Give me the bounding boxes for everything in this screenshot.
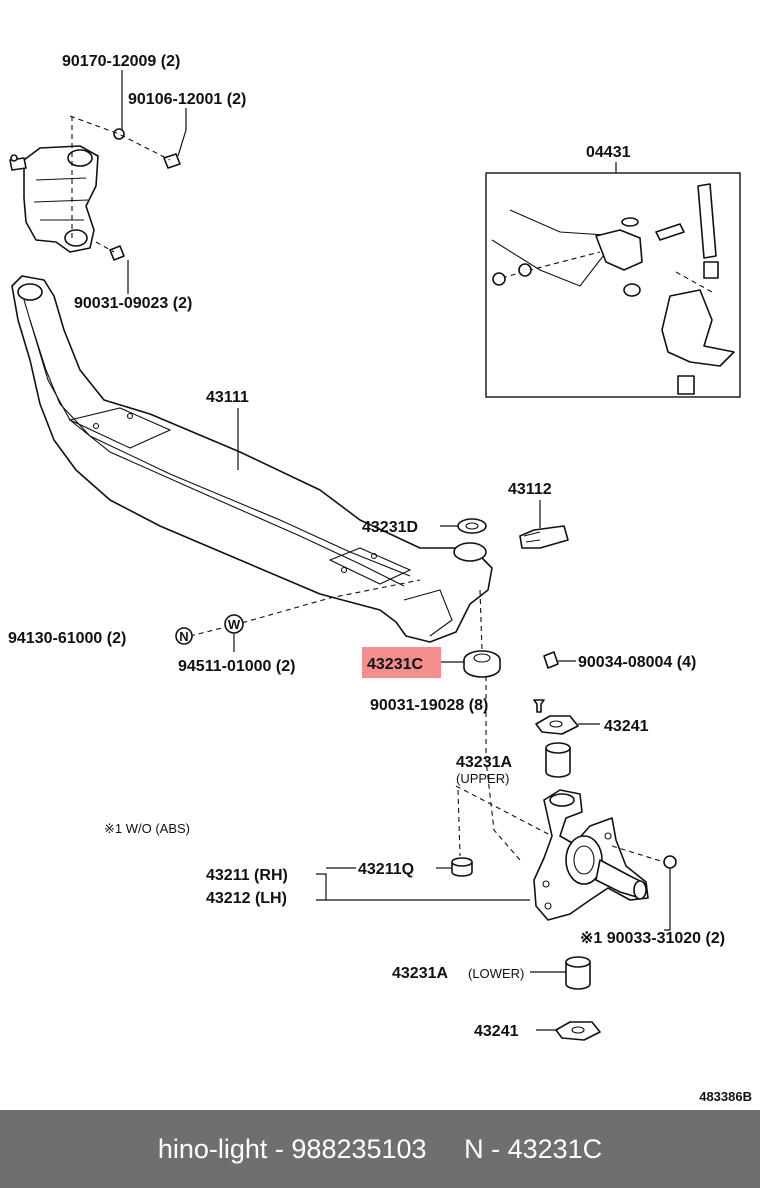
svg-text:N: N: [179, 629, 188, 644]
label-lower: (LOWER): [468, 966, 524, 981]
label-90031-19028: 90031-19028 (8): [370, 697, 488, 714]
label-04431: 04431: [586, 144, 631, 161]
label-94511: 94511-01000 (2): [178, 658, 295, 675]
note-abs: ※1 W/O (ABS): [104, 821, 190, 836]
bearing-43231c: [463, 650, 501, 678]
label-90033: ※1 90033-31020 (2): [580, 930, 725, 947]
label-43112: 43112: [508, 481, 552, 498]
cap-43241-lower: [555, 1021, 601, 1041]
label-43211q: 43211Q: [358, 861, 414, 878]
washer-43231d: [457, 518, 487, 534]
label-43111: 43111: [206, 389, 249, 406]
axle-beam: [11, 275, 493, 643]
bracket-assembly: [9, 145, 99, 253]
label-90034: 90034-08004 (4): [578, 654, 696, 671]
nut-90031-09023: [109, 245, 125, 261]
label-43231c: 43231C: [367, 656, 423, 673]
footer-part: N - 43231C: [464, 1133, 603, 1164]
kingpin-43112: [519, 525, 569, 549]
bushing-43231a-upper: [545, 742, 571, 778]
footer-source: hino-light - 988235103: [157, 1133, 427, 1164]
label-43212: 43212 (LH): [206, 890, 287, 907]
plug-n: N: [175, 627, 193, 645]
inset-kit-04431: [485, 162, 741, 398]
label-90031-09023: 90031-09023 (2): [74, 295, 192, 312]
plug-w: W: [224, 614, 244, 634]
label-43211: 43211 (RH): [206, 867, 288, 884]
steering-knuckle: [533, 789, 649, 921]
bolt-90170: [113, 128, 125, 140]
bushing-43231a-lower: [565, 956, 591, 990]
diagram-code: 483386B: [699, 1089, 752, 1104]
label-43231d: 43231D: [362, 519, 418, 536]
label-94130: 94130-61000 (2): [8, 630, 126, 647]
parts-diagram: N W: [8, 53, 752, 1104]
label-upper: (UPPER): [456, 771, 509, 786]
label-43241-lower: 43241: [474, 1023, 519, 1040]
label-90170: 90170-12009 (2): [62, 53, 180, 70]
label-43231a-upper: 43231A: [456, 754, 512, 771]
bolt-90106: [163, 153, 181, 169]
footer-bar: hino-light - 988235103 N - 43231C: [0, 1110, 760, 1188]
screw-90033: [663, 855, 677, 869]
highlight-43231c: [362, 647, 441, 678]
svg-text:W: W: [228, 617, 241, 632]
nipple-90034: [543, 651, 559, 669]
shim-43211q: [451, 857, 473, 877]
label-90106: 90106-12001 (2): [128, 91, 246, 108]
cap-43241-upper: [535, 715, 579, 735]
label-43241-upper: 43241: [604, 718, 649, 735]
label-43231a-lower: 43231A: [392, 965, 448, 982]
footer-spacer: [427, 1134, 465, 1165]
bolt-90031-19028: [533, 699, 545, 713]
